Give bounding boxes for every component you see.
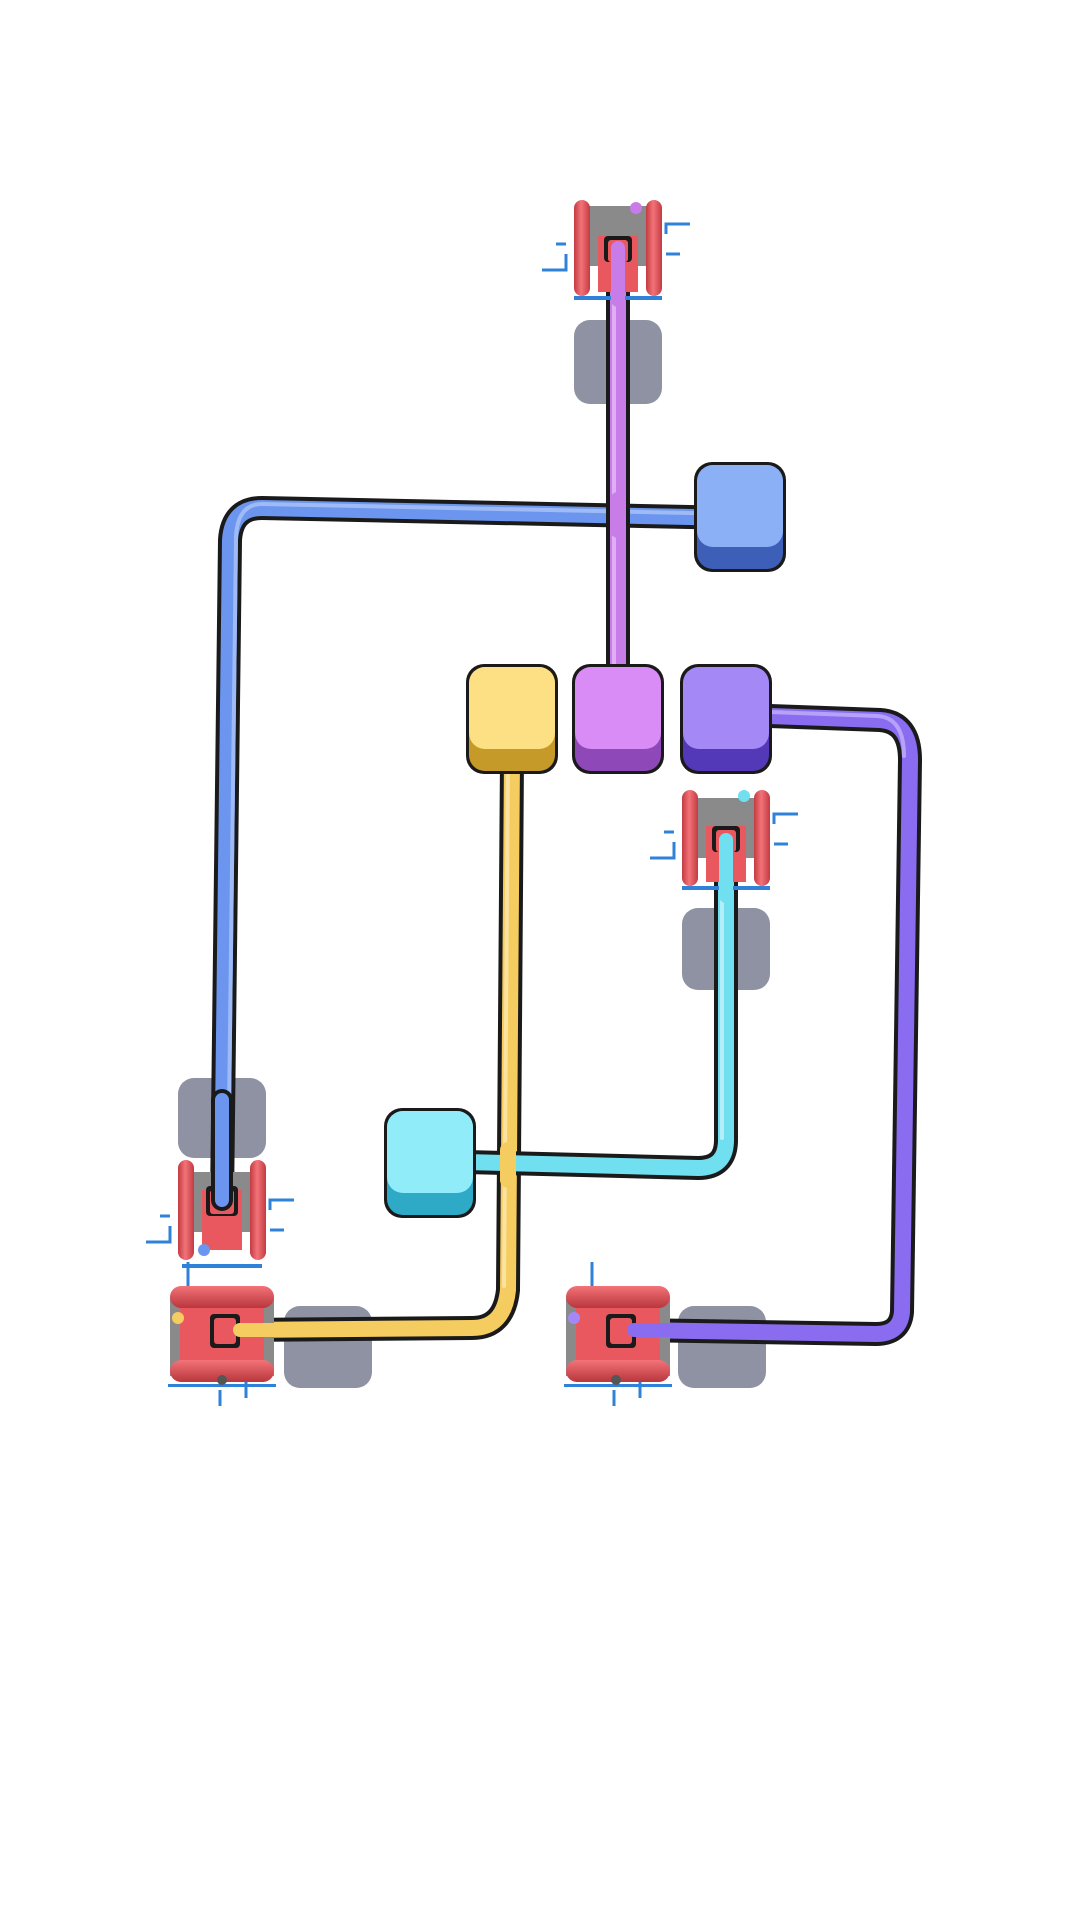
color-dot-icon [568, 1312, 580, 1324]
blue-rope[interactable] [210, 496, 750, 1212]
violet-block[interactable] [680, 664, 772, 774]
color-dot-icon [630, 202, 642, 214]
violet-rope[interactable] [622, 704, 922, 1346]
color-dot-icon [172, 1312, 184, 1324]
rope-ends [211, 241, 733, 1337]
left-spool[interactable] [146, 1160, 294, 1268]
yellow-block[interactable] [466, 664, 558, 774]
bottom-right-slot [678, 1306, 766, 1388]
color-dot-icon [738, 790, 750, 802]
cyan-block[interactable] [384, 1108, 476, 1218]
ropes [210, 220, 922, 1346]
color-dot-icon [198, 1244, 210, 1256]
magenta-block[interactable] [572, 664, 664, 774]
spools [146, 200, 798, 1406]
crank-icon [664, 222, 690, 256]
blue-block[interactable] [694, 462, 786, 572]
yellow-rope[interactable] [228, 746, 524, 1342]
slots [178, 320, 770, 1388]
blocks [384, 462, 786, 1218]
